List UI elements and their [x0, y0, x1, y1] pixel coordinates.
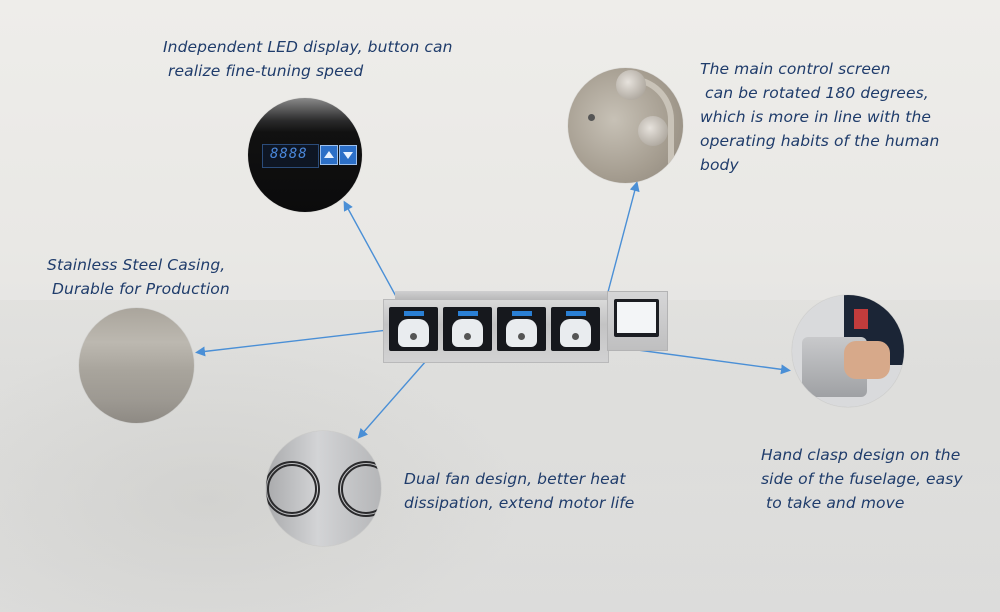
led-digits: 8888 [270, 146, 308, 162]
pump-head-4 [551, 307, 600, 351]
hinge-knob-icon [638, 116, 668, 146]
peristaltic-pump-device [383, 291, 668, 363]
arrow-fan [357, 360, 427, 439]
arrow-screen [607, 181, 640, 293]
rotating-hinge-image [568, 68, 683, 183]
fan-vent-icon [338, 461, 381, 517]
touch-screen [614, 299, 659, 337]
stainless-steel-image [79, 308, 194, 423]
caption-stainless-casing: Stainless Steel Casing, Durable for Prod… [47, 256, 230, 298]
down-button-icon [339, 145, 357, 165]
dual-fan-image [266, 431, 381, 546]
pump-head-3 [497, 307, 546, 351]
caption-hand-clasp: Hand clasp design on the side of the fus… [761, 446, 963, 512]
fan-vent-icon [266, 461, 320, 517]
pump-head-2 [443, 307, 492, 351]
caption-dual-fan: Dual fan design, better heat dissipation… [404, 470, 635, 512]
pump-head-1 [389, 307, 438, 351]
caption-led-display: Independent LED display, button can real… [163, 38, 453, 80]
arrow-led [343, 200, 399, 301]
arrow-casing [195, 329, 389, 357]
hand-handle-image [792, 295, 904, 407]
up-button-icon [320, 145, 338, 165]
caption-rotating-screen: The main control screen can be rotated 1… [700, 60, 940, 174]
hinge-knob-icon [616, 70, 646, 100]
led-display-image: 8888 [248, 98, 362, 212]
